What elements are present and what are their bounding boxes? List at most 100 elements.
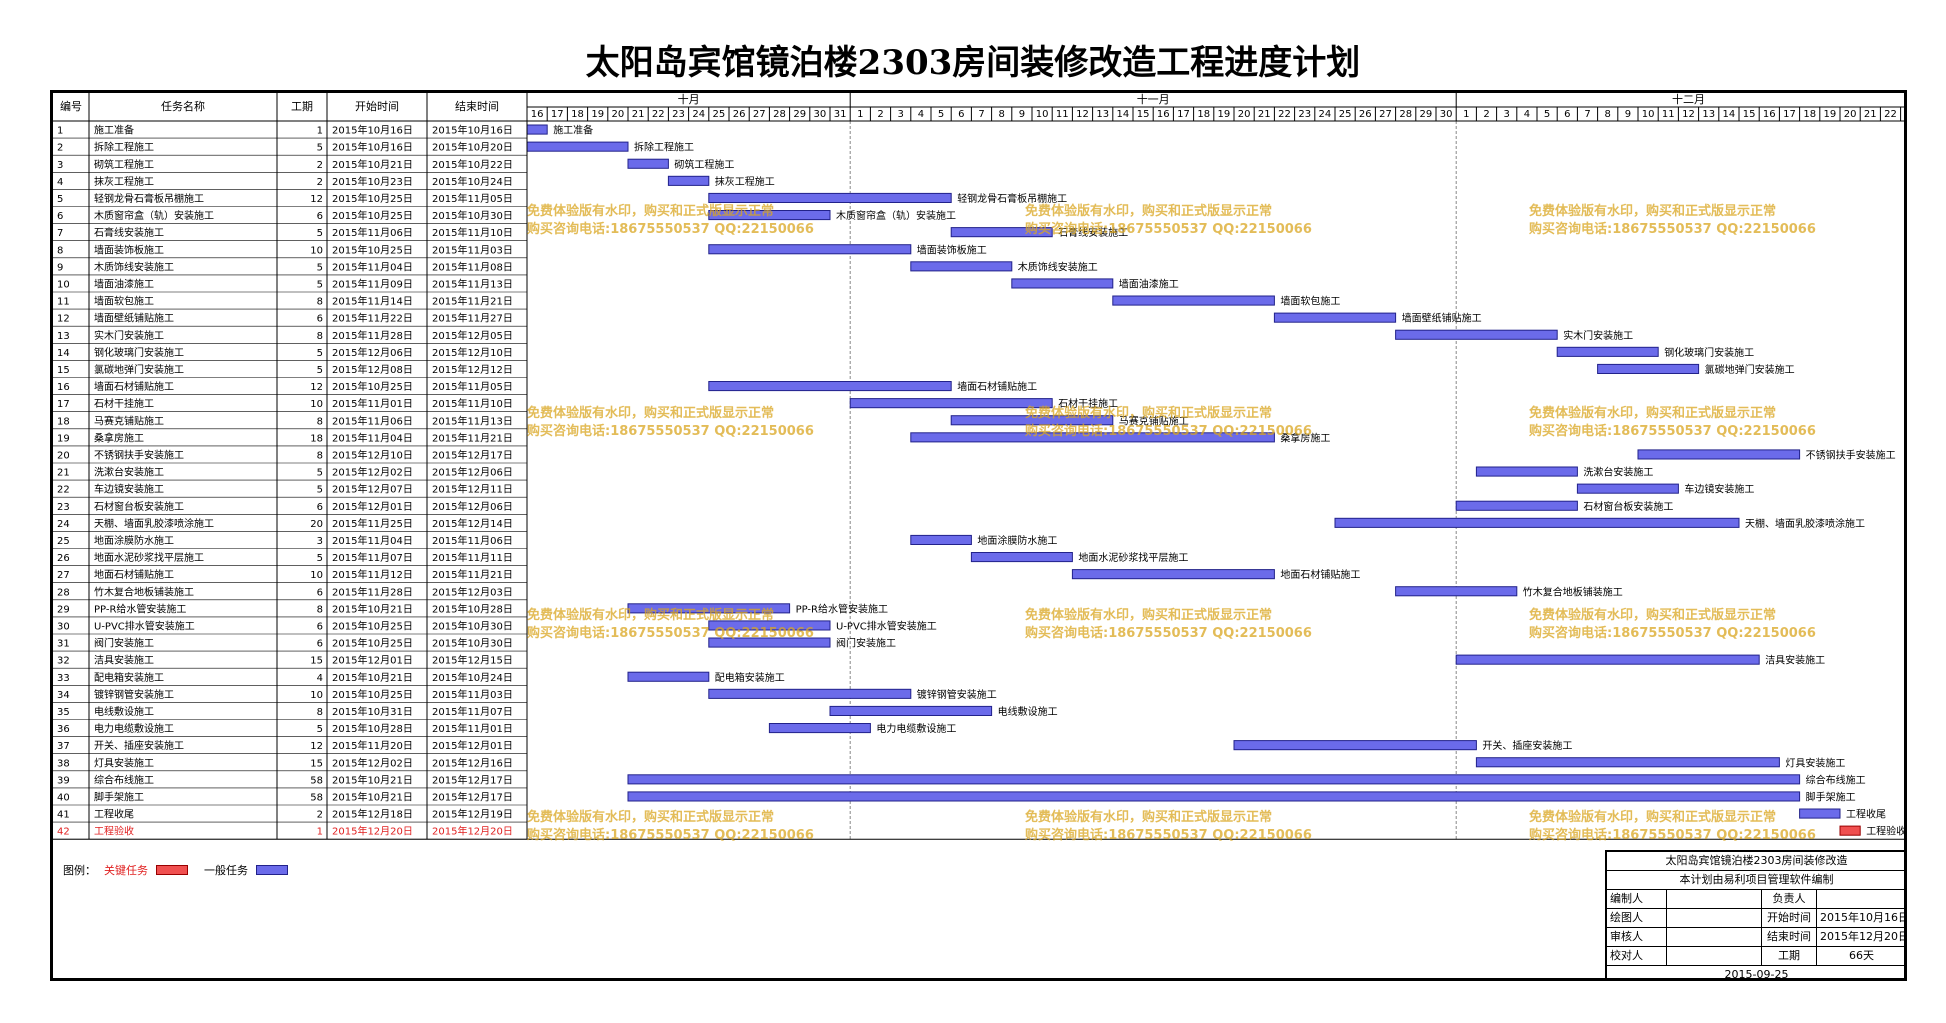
task-end: 2015年12月06日 (432, 466, 513, 479)
day-label: 17 (1783, 109, 1796, 120)
start-value: 2015年10月16日 (1820, 911, 1906, 924)
task-duration: 8 (317, 331, 323, 342)
day-label: 4 (1524, 109, 1530, 120)
task-end: 2015年11月21日 (432, 568, 513, 581)
task-start: 2015年12月10日 (332, 448, 413, 461)
owner-label: 负责人 (1762, 890, 1817, 908)
day-label: 18 (1803, 109, 1816, 120)
task-duration: 6 (317, 314, 323, 325)
task-bar-label: 地面水泥砂浆找平层施工 (1078, 551, 1188, 564)
day-label: 7 (1584, 109, 1590, 120)
day-label: 26 (733, 109, 746, 120)
page-title: 太阳岛宾馆镜泊楼2303房间装修改造工程进度计划 (585, 43, 1361, 83)
task-duration: 5 (317, 485, 323, 496)
day-label: 20 (612, 109, 625, 120)
task-bar-label: 马赛克铺贴施工 (1119, 414, 1189, 427)
task-id: 29 (57, 604, 70, 615)
task-bar (708, 620, 831, 631)
day-label: 9 (1625, 109, 1631, 120)
task-end: 2015年10月20日 (432, 141, 513, 154)
task-start: 2015年12月07日 (332, 483, 413, 496)
task-duration: 12 (310, 382, 323, 393)
task-end: 2015年12月12日 (432, 363, 513, 376)
task-name: 墙面油漆施工 (94, 277, 154, 290)
task-start: 2015年10月23日 (332, 175, 413, 188)
task-bar (829, 705, 993, 717)
task-duration: 5 (317, 348, 323, 359)
task-bar-label: 配电箱安装施工 (715, 671, 785, 684)
task-bar (1395, 329, 1558, 340)
day-label: 13 (1702, 109, 1715, 120)
month-label: 十二月 (1672, 93, 1705, 106)
task-end: 2015年12月17日 (432, 773, 513, 786)
task-start: 2015年11月22日 (332, 312, 413, 325)
task-id: 10 (57, 279, 70, 290)
month-label: 十月 (678, 93, 700, 106)
task-duration: 6 (317, 587, 323, 598)
task-duration: 18 (310, 433, 323, 444)
column-header: 工期 (291, 100, 313, 113)
task-bar-label: 钢化玻璃门安装施工 (1664, 346, 1754, 359)
task-name: 天棚、墙面乳胶漆喷涂施工 (94, 517, 214, 530)
task-bar (627, 603, 791, 614)
task-bar-label: 不锈钢扶手安装施工 (1806, 448, 1896, 461)
task-id: 3 (57, 160, 63, 171)
end-label: 结束时间 (1762, 928, 1817, 946)
editor-value (1667, 890, 1762, 908)
task-start: 2015年10月16日 (332, 141, 413, 154)
task-id: 33 (57, 673, 70, 684)
task-duration: 8 (317, 416, 323, 427)
task-end: 2015年11月10日 (432, 397, 513, 410)
column-header: 结束时间 (455, 100, 499, 113)
task-end: 2015年12月06日 (432, 500, 513, 513)
day-label: 12 (1076, 109, 1089, 120)
title-block-project: 太阳岛宾馆镜泊楼2303房间装修改造 (1665, 854, 1848, 867)
task-end: 2015年12月17日 (432, 790, 513, 803)
task-duration: 5 (317, 228, 323, 239)
task-end: 2015年11月01日 (432, 722, 513, 735)
task-id: 30 (57, 621, 70, 632)
task-name: 拆除工程施工 (94, 141, 154, 154)
day-label: 18 (1197, 109, 1210, 120)
task-id: 19 (57, 433, 70, 444)
task-bar-label: 轻钢龙骨石膏板吊棚施工 (957, 192, 1067, 205)
task-bar-label: 桑拿房施工 (1280, 431, 1330, 444)
day-label: 25 (713, 109, 726, 120)
day-label: 9 (1019, 109, 1025, 120)
task-id: 27 (57, 570, 70, 581)
task-bar (708, 210, 831, 221)
task-bar-label: 施工准备 (553, 124, 593, 137)
day-label: 10 (1036, 109, 1049, 120)
task-bar (1475, 757, 1780, 768)
day-label: 15 (1743, 109, 1756, 120)
task-bar (627, 791, 1801, 802)
task-name: 马赛克铺贴施工 (94, 414, 164, 427)
task-bar (1839, 825, 1861, 836)
task-start: 2015年12月08日 (332, 363, 413, 376)
task-name: 墙面软包施工 (94, 295, 154, 308)
task-bar-label: 竹木复合地板铺装施工 (1523, 585, 1623, 598)
task-duration: 10 (310, 570, 323, 581)
task-id: 42 (57, 827, 70, 838)
task-end: 2015年11月03日 (432, 243, 513, 256)
task-duration: 5 (317, 553, 323, 564)
end-value: 2015年12月20日 (1820, 930, 1906, 943)
task-start: 2015年12月06日 (332, 346, 413, 359)
task-end: 2015年10月30日 (432, 209, 513, 222)
day-label: 25 (1339, 109, 1352, 120)
task-id: 20 (57, 450, 70, 461)
day-label: 16 (531, 109, 544, 120)
task-start: 2015年11月04日 (332, 260, 413, 273)
legend-title: 图例： (63, 864, 96, 877)
task-bar-label: 石膏线安装施工 (1058, 226, 1128, 239)
task-name: 实木门安装施工 (94, 329, 164, 342)
task-duration: 6 (317, 639, 323, 650)
legend-normal-swatch (256, 865, 288, 875)
task-start: 2015年11月06日 (332, 226, 413, 239)
checker-label: 校对人 (1607, 947, 1667, 965)
day-label: 10 (1642, 109, 1655, 120)
task-bar (910, 432, 1275, 443)
task-name: 配电箱安装施工 (94, 671, 164, 684)
task-bar-label: 石材窗台板安装施工 (1583, 500, 1673, 513)
task-duration: 58 (310, 775, 323, 786)
